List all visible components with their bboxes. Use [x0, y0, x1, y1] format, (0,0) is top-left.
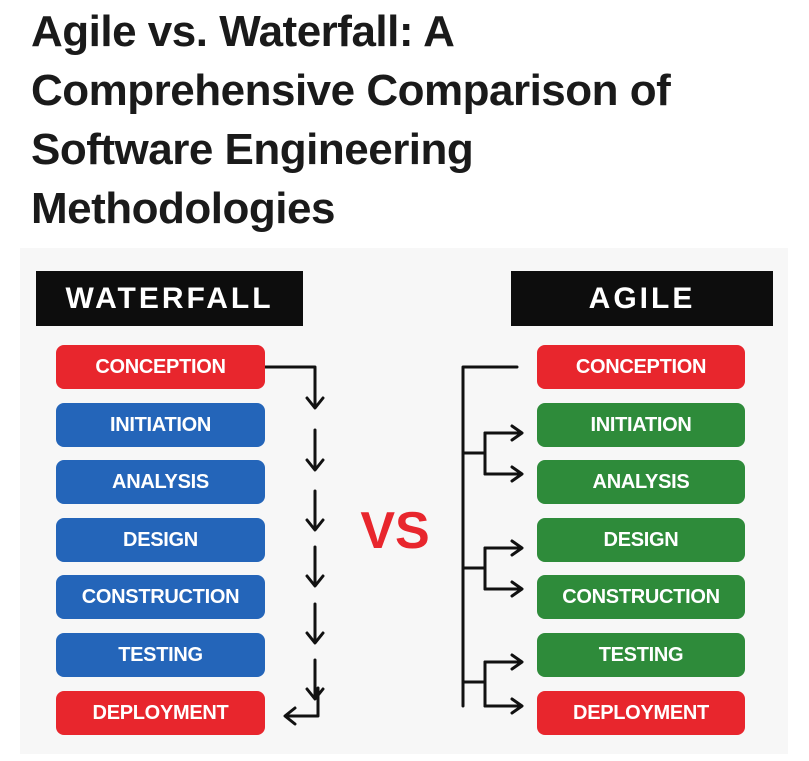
- agile-step-analysis: ANALYSIS: [537, 460, 745, 504]
- waterfall-header: WATERFALL: [36, 271, 303, 326]
- agile-step-conception: CONCEPTION: [537, 345, 745, 389]
- agile-step-initiation: INITIATION: [537, 403, 745, 447]
- waterfall-arrow-icon: [283, 686, 320, 726]
- waterfall-arrow-icon: [305, 545, 325, 588]
- agile-step-testing: TESTING: [537, 633, 745, 677]
- waterfall-step-deployment: DEPLOYMENT: [56, 691, 265, 735]
- waterfall-arrow-icon: [305, 428, 325, 472]
- agile-arrow-icon: [483, 465, 524, 483]
- article-title: Agile vs. Waterfall: A Comprehensive Com…: [31, 7, 671, 233]
- methodology-diagram: WATERFALL AGILE: [20, 248, 788, 754]
- waterfall-step-design: DESIGN: [56, 518, 265, 562]
- waterfall-connector-line: [263, 365, 317, 408]
- waterfall-step-conception: CONCEPTION: [56, 345, 265, 389]
- waterfall-arrow-icon: [305, 658, 325, 701]
- agile-step-construction: CONSTRUCTION: [537, 575, 745, 619]
- waterfall-step-construction: CONSTRUCTION: [56, 575, 265, 619]
- connector-arrows: [263, 365, 524, 726]
- agile-header: AGILE: [511, 271, 773, 326]
- agile-arrow-icon: [483, 580, 524, 598]
- waterfall-step-testing: TESTING: [56, 633, 265, 677]
- waterfall-arrow-icon: [305, 602, 325, 645]
- waterfall-step-initiation: INITIATION: [56, 403, 265, 447]
- waterfall-step-analysis: ANALYSIS: [56, 460, 265, 504]
- waterfall-arrow-icon: [305, 396, 325, 410]
- agile-arrow-icon: [483, 539, 524, 557]
- waterfall-arrow-icon: [305, 489, 325, 532]
- agile-step-design: DESIGN: [537, 518, 745, 562]
- agile-step-deployment: DEPLOYMENT: [537, 691, 745, 735]
- agile-arrow-icon: [483, 697, 524, 715]
- agile-arrow-icon: [483, 424, 524, 442]
- agile-connector-line: [461, 365, 519, 708]
- vs-label: VS: [360, 502, 430, 560]
- agile-arrow-icon: [483, 653, 524, 671]
